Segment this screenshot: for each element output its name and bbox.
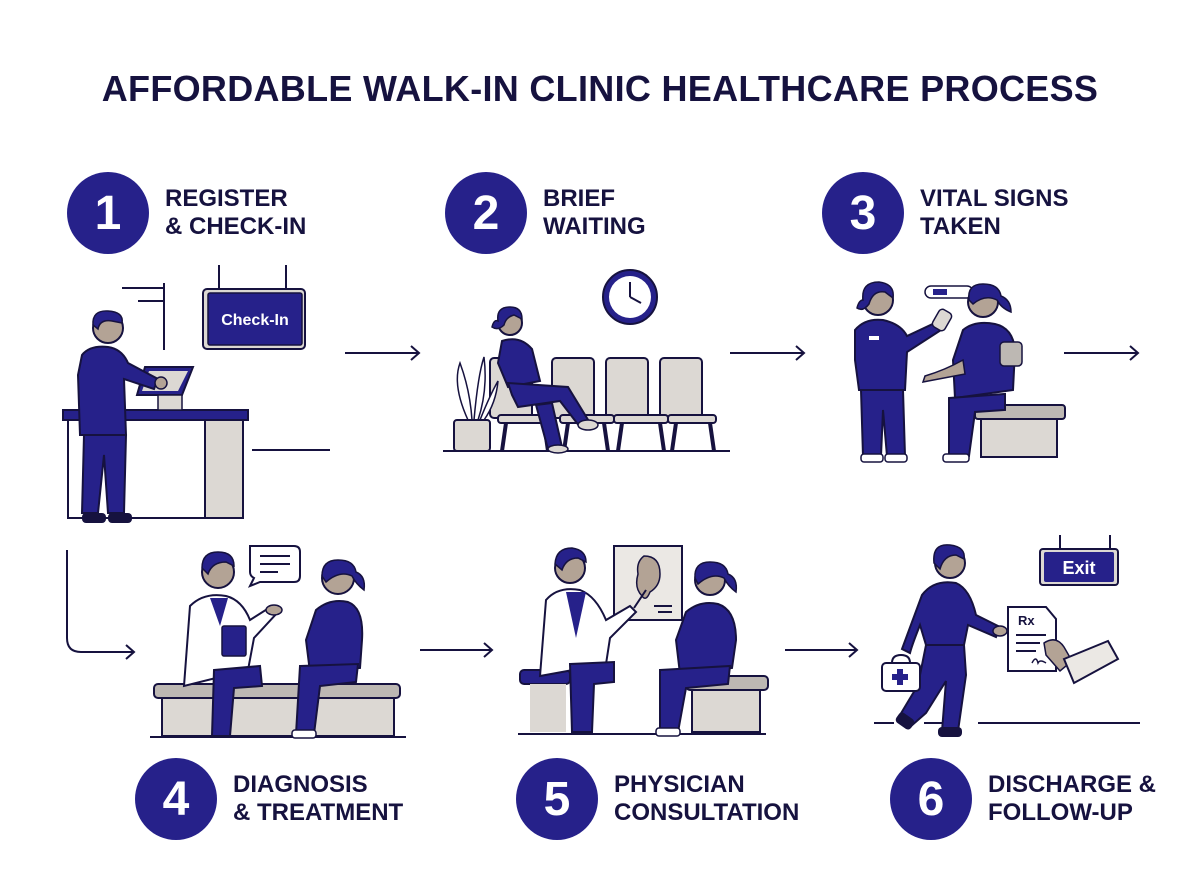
step-6-header: 6 DISCHARGE & FOLLOW-UP <box>890 758 1156 840</box>
arrow-1-to-2 <box>343 343 423 363</box>
step-3-header: 3 VITAL SIGNS TAKEN <box>822 172 1068 254</box>
step-3-badge: 3 <box>822 172 904 254</box>
svg-text:Rx: Rx <box>1018 613 1035 628</box>
step-2-badge: 2 <box>445 172 527 254</box>
step-4-header: 4 DIAGNOSIS & TREATMENT <box>135 758 403 840</box>
page-title: AFFORDABLE WALK-IN CLINIC HEALTHCARE PRO… <box>101 68 1099 109</box>
speech-bubble-icon <box>247 545 301 588</box>
arrow-2-to-3 <box>728 343 808 363</box>
step-6-label: DISCHARGE & FOLLOW-UP <box>988 771 1157 826</box>
arrow-4-to-5 <box>418 640 498 660</box>
arrow-into-step-4 <box>60 548 140 663</box>
arrow-5-to-6 <box>783 640 863 660</box>
step-5-label: PHYSICIAN CONSULTATION <box>614 771 800 826</box>
exit-sign: Exit <box>1062 558 1095 578</box>
step-4-label: DIAGNOSIS & TREATMENT <box>233 771 404 826</box>
step-2-header: 2 BRIEF WAITING <box>445 172 646 254</box>
step-2-label: BRIEF WAITING <box>543 185 646 240</box>
vitals-illustration <box>845 270 1075 470</box>
discharge-illustration: Exit Rx <box>860 535 1145 745</box>
step-1-badge: 1 <box>67 172 149 254</box>
step-1-label: REGISTER & CHECK-IN <box>165 185 307 240</box>
step-5-badge: 5 <box>516 758 598 840</box>
diagnosis-illustration <box>150 540 410 745</box>
checkin-illustration: Check-In <box>60 255 340 530</box>
step-1-header: 1 REGISTER & CHECK-IN <box>67 172 306 254</box>
clock-icon <box>602 269 658 325</box>
step-6-badge: 6 <box>890 758 972 840</box>
arrow-3-to-4 <box>1062 343 1142 363</box>
consultation-illustration <box>510 540 770 740</box>
checkin-sign: Check-In <box>221 312 289 329</box>
prescription-icon: Rx <box>1007 606 1057 672</box>
waiting-illustration <box>440 265 730 455</box>
step-3-label: VITAL SIGNS TAKEN <box>920 185 1069 240</box>
step-5-header: 5 PHYSICIAN CONSULTATION <box>516 758 799 840</box>
step-4-badge: 4 <box>135 758 217 840</box>
medical-bag-icon <box>881 653 921 692</box>
